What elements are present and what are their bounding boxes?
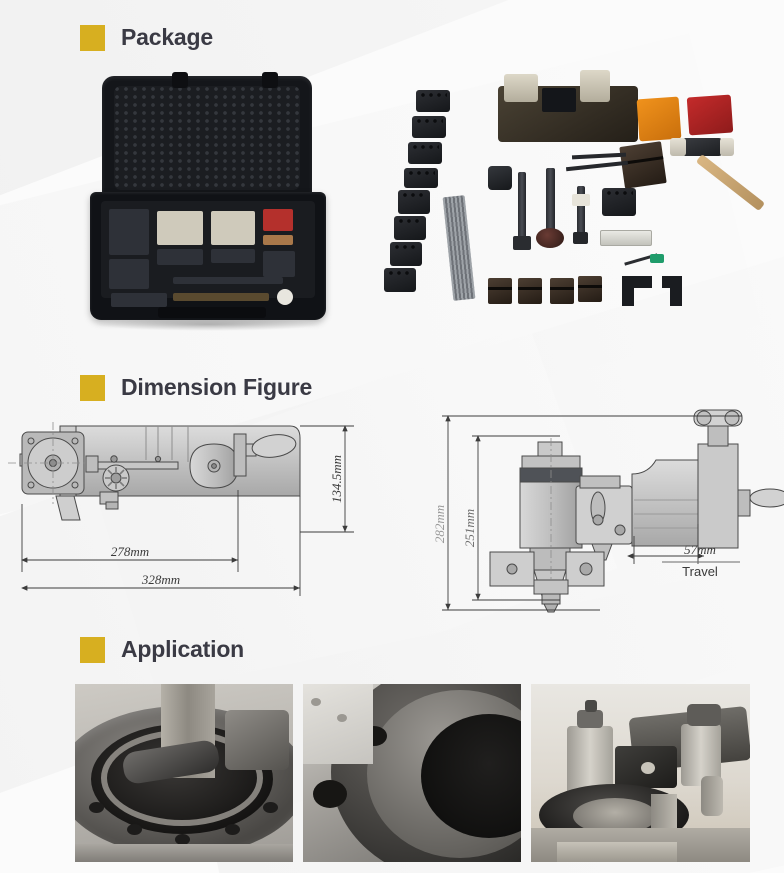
case-latch [262,72,278,88]
dimension-drawings: 134.5mm 278mm 328mm [0,404,784,619]
package-photo-group [75,68,766,343]
case-shadow [94,318,322,331]
package-title: Package [121,24,213,50]
dim-length-inner-label: 278mm [111,544,149,559]
application-title: Application [121,636,245,662]
tools-laid-out-photo [370,68,766,318]
section-application: Application [0,624,784,873]
dimension-figure-svg: 134.5mm 278mm 328mm [8,409,784,613]
dimension-title: Dimension Figure [121,374,313,400]
case-lid [102,72,312,198]
dim-height-side-label: 134.5mm [329,455,344,503]
dim-length-total-label: 328mm [141,572,180,587]
application-photo-group [75,684,750,862]
section-dimension-figure: Dimension Figure [0,362,784,622]
yellow-square-marker-icon [80,374,105,401]
yellow-square-marker-icon [80,24,105,51]
case-latch [172,72,188,88]
case-handle [158,307,266,318]
case-tool-tray [101,201,315,307]
dimension-heading: Dimension Figure [80,374,312,401]
dim-travel-value-label: 57mm [684,542,716,557]
machined-flange-surface-photo [303,684,521,862]
dim-height-total-label: 282mm [432,505,447,543]
case-body [90,192,326,320]
side-view-drawing [8,422,301,521]
front-view-drawing [489,409,784,613]
flange-facing-operation-photo [75,684,293,862]
case-foam-padding [114,86,300,190]
portable-machine-mounted-photo [531,684,750,862]
dim-travel-caption-label: Travel [682,564,718,579]
dim-height-inner-label: 251mm [462,509,477,547]
hard-case-with-foam-and-tools-photo [80,70,335,335]
application-heading: Application [80,636,244,663]
section-package: Package [0,0,784,360]
package-heading: Package [80,24,213,51]
yellow-square-marker-icon [80,636,105,663]
